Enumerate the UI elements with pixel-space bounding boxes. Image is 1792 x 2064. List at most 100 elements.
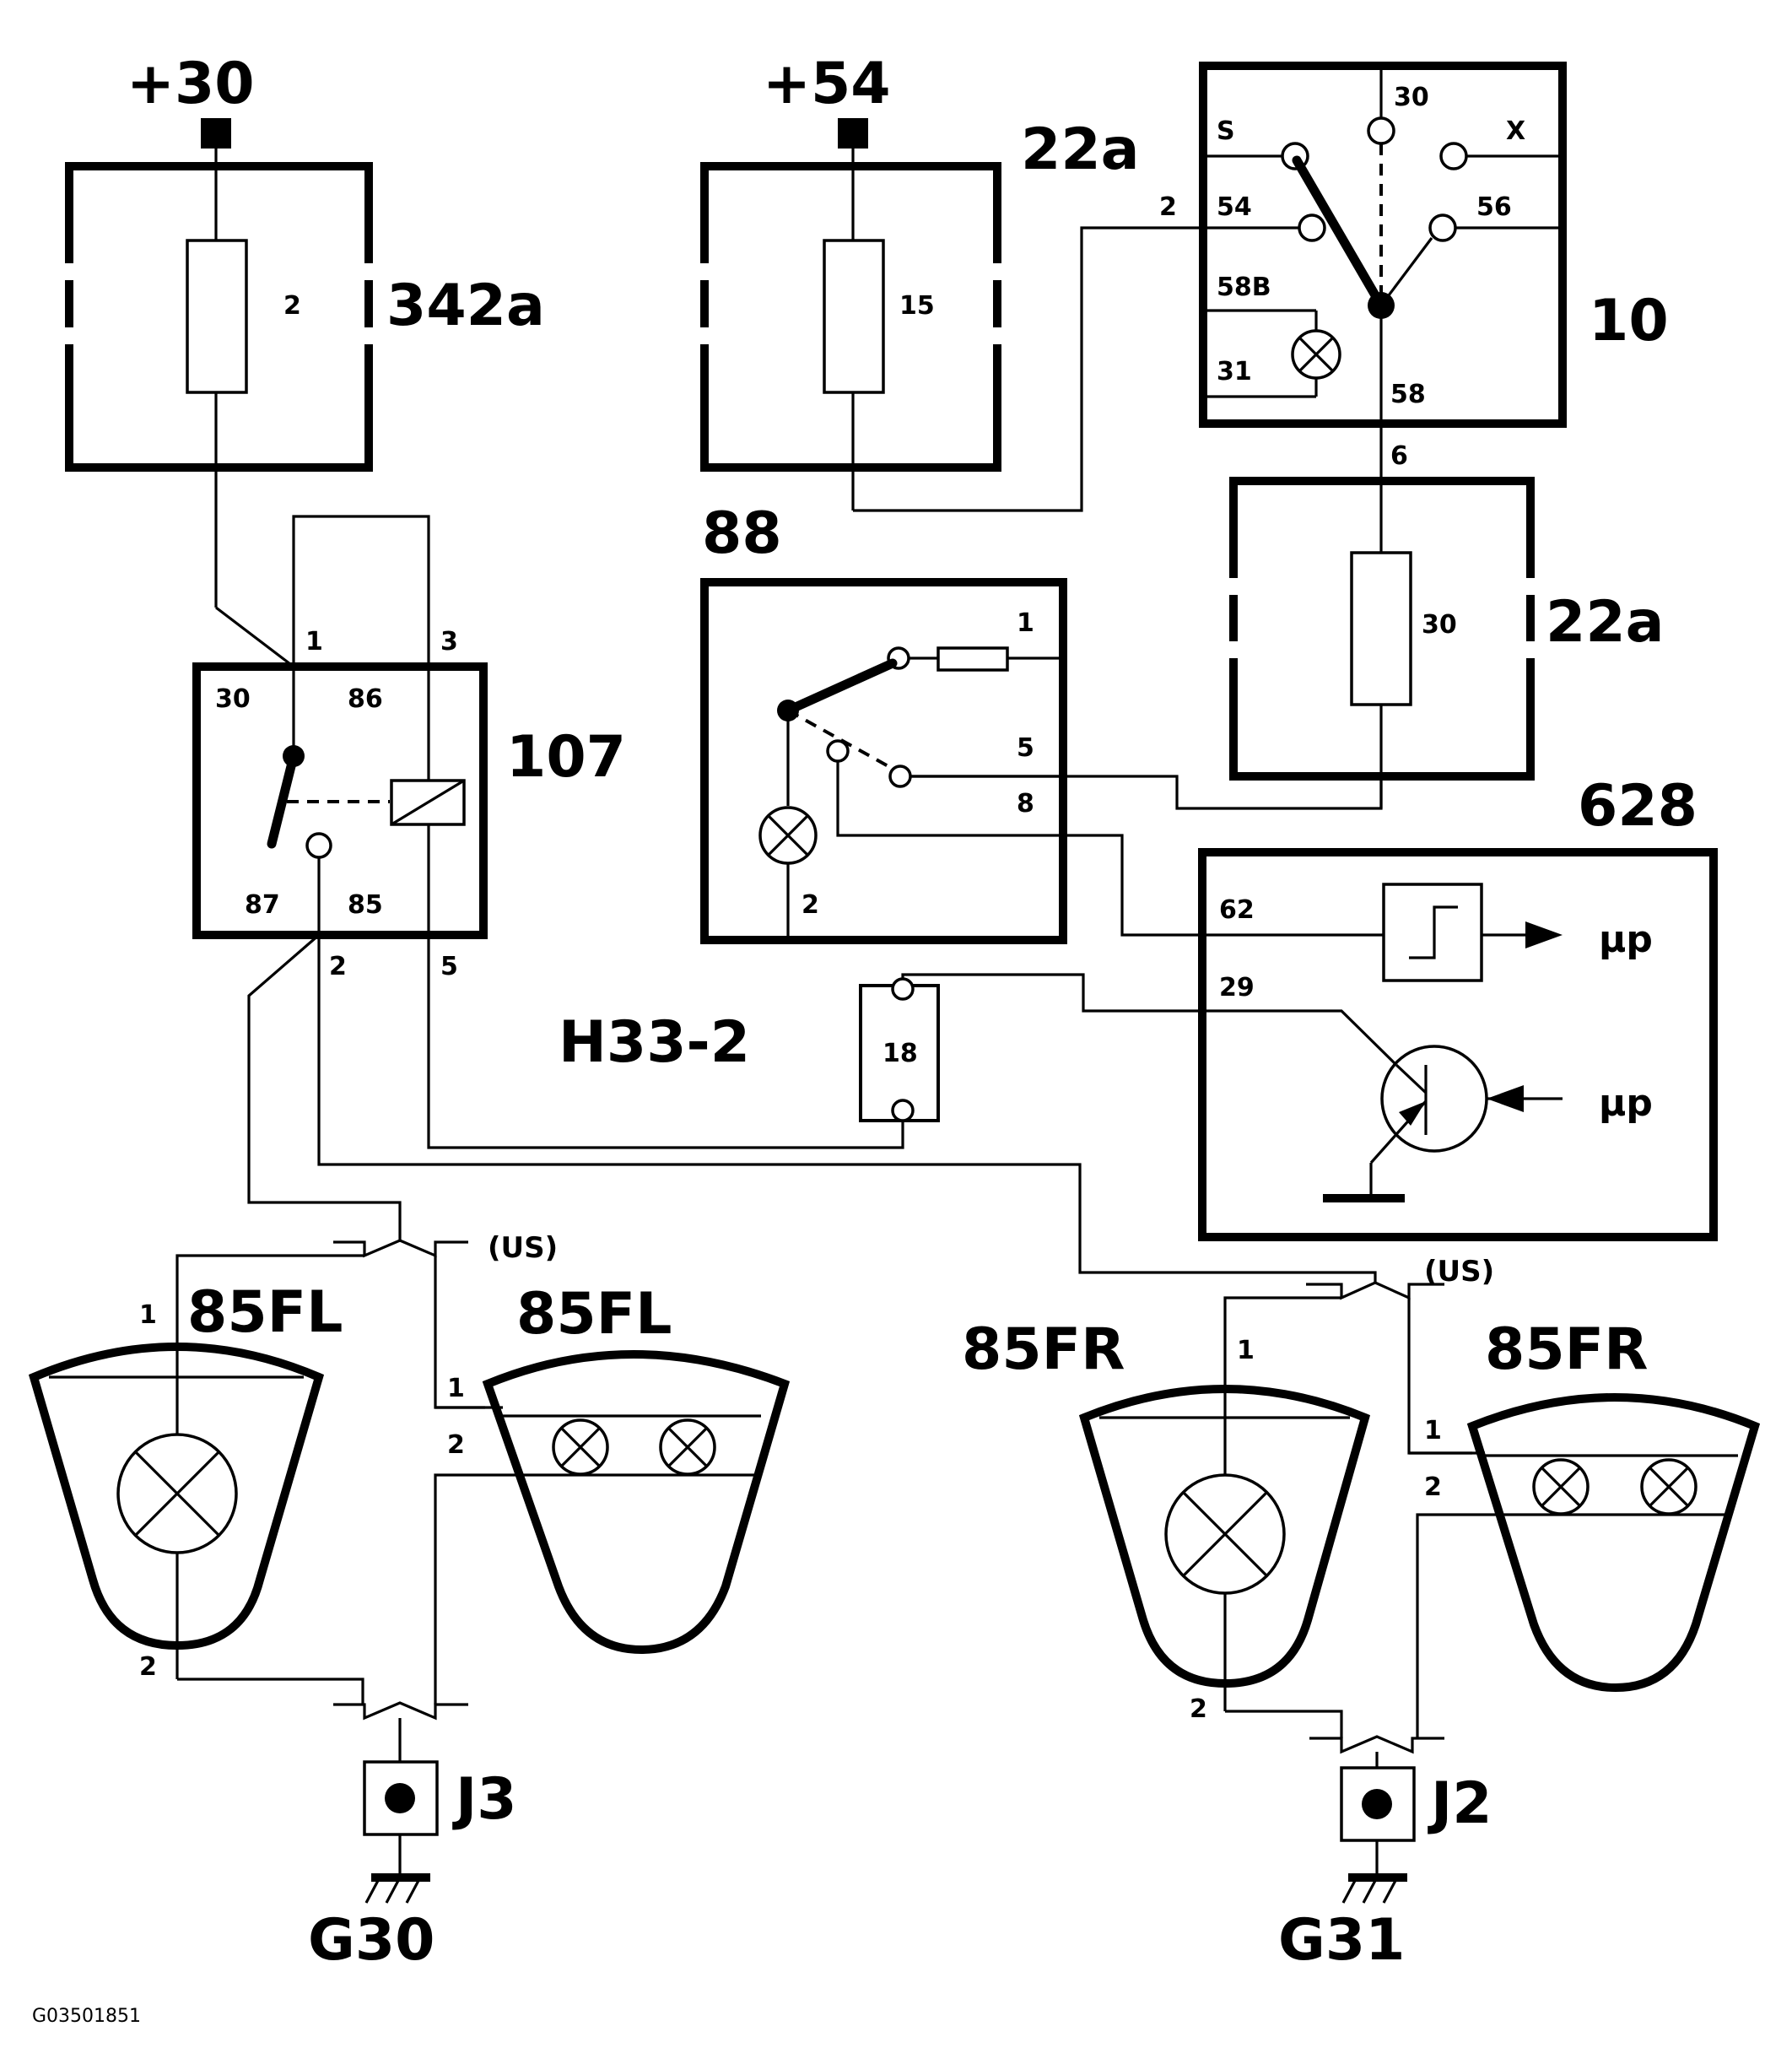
- switch-pivot: [1368, 292, 1395, 319]
- switch-10-label: 10: [1589, 288, 1669, 354]
- switch-pin-6: 6: [1390, 441, 1408, 471]
- joint-j2-label: J2: [1428, 1770, 1492, 1837]
- control-module-628: 628 µp µp 62 29: [901, 773, 1718, 1241]
- relay-terminal-87: [305, 832, 332, 859]
- switch-terminal-54: [1298, 213, 1326, 242]
- supply-54-terminal: [838, 118, 868, 149]
- relay-wire-1: 1: [305, 627, 323, 656]
- fuse-box-22a-mid-label: 22a: [1546, 589, 1665, 656]
- indicator-pin-1: 1: [1017, 608, 1034, 638]
- fuse-box-22a-top: +54 15 22a: [700, 51, 1203, 512]
- schmitt-trigger: [1382, 883, 1483, 982]
- module-pin-29: 29: [1219, 973, 1255, 1002]
- lamp-85fl-2-pin-2: 2: [447, 1430, 465, 1460]
- switch-pin-56: 56: [1476, 192, 1512, 222]
- connector-h33-2: H33-2 18: [427, 935, 940, 1149]
- lamp-85fl-1-housing: [28, 1343, 325, 1651]
- fuse-30-label: 30: [1422, 610, 1457, 640]
- relay-contact: [267, 751, 299, 849]
- lamp-85fl-1-pin-2: 2: [139, 1652, 157, 1682]
- switch-pin-54: 54: [1217, 192, 1252, 222]
- switch-pin-31: 31: [1217, 357, 1252, 386]
- indicator-lever: [783, 658, 898, 716]
- indicator-terminal-8: [826, 739, 850, 763]
- module-pin-62: 62: [1219, 895, 1255, 925]
- control-module-628-housing: [1198, 848, 1718, 1241]
- indicator-pin-2: 2: [802, 890, 819, 920]
- lamp-85fr-2-housing: [1466, 1393, 1761, 1693]
- fuse-15-label: 15: [899, 291, 935, 321]
- relay-wire-5: 5: [440, 952, 458, 981]
- lamp-85fr-1-label: 85FR: [962, 1316, 1125, 1383]
- lamp-85fl-1-pin-1: 1: [139, 1300, 157, 1330]
- ground-g31: J2 G31: [1278, 1735, 1492, 1974]
- light-switch-10: 10 S 30 X 2 54 56 58B 31 58: [1159, 62, 1669, 481]
- supply-54-label: +54: [763, 51, 891, 117]
- lamp-85fr-1-housing: [1078, 1385, 1371, 1688]
- output-transistor: [1380, 1045, 1488, 1153]
- relay-pin-87: 87: [245, 890, 280, 920]
- fuse-2-label: 2: [283, 291, 301, 321]
- relay-107: 107 1 3 30 86 87 85 2 5: [192, 515, 626, 981]
- lamp-85fr-2-label: 85FR: [1485, 1316, 1648, 1383]
- us-right-label: (US): [1424, 1255, 1494, 1289]
- lamp-85fl-2-label: 85FL: [516, 1281, 672, 1348]
- ground-g31-label: G31: [1278, 1907, 1405, 1974]
- switch-pin-s: S: [1217, 116, 1235, 146]
- fuse-2: [186, 239, 248, 394]
- relay-pin-85: 85: [348, 890, 383, 920]
- fuse-box-342a: +30 2 342a: [65, 51, 545, 608]
- switch-pin-2: 2: [1159, 192, 1177, 222]
- fuse-30: [1350, 551, 1412, 706]
- switch-terminal-30: [1367, 116, 1395, 145]
- ground-g30-label: G30: [308, 1907, 435, 1974]
- connector-terminal-top: [891, 977, 915, 1001]
- switch-pin-58b: 58B: [1217, 273, 1271, 302]
- lamp-85fl-1-label: 85FL: [187, 1279, 343, 1346]
- switch-terminal-x: [1439, 142, 1468, 170]
- lamp-85fl-2-housing: [482, 1350, 791, 1655]
- us-left-label: (US): [488, 1231, 558, 1265]
- indicator-pin-8: 8: [1017, 789, 1034, 819]
- indicator-switch-88: 88 1 5 8 2: [700, 500, 1202, 944]
- ground-g30: J3 G30: [308, 1701, 517, 1974]
- fuse-15: [823, 239, 885, 394]
- supply-30-terminal: [201, 118, 231, 149]
- relay-wire-3: 3: [440, 627, 458, 656]
- lamp-85fr-1-pin-2: 2: [1190, 1694, 1207, 1724]
- lamp-85fr-1-pin-1: 1: [1237, 1336, 1255, 1365]
- fuse-box-342a-label: 342a: [386, 273, 545, 339]
- indicator-resistor: [936, 646, 1009, 672]
- input-arrow-2: [1487, 1085, 1524, 1112]
- switch-pin-30: 30: [1394, 83, 1429, 112]
- relay-pin-30: 30: [215, 684, 251, 714]
- switch-pin-x: X: [1506, 116, 1525, 146]
- fuse-box-22a-top-label: 22a: [1021, 116, 1140, 183]
- fuse-box-22a-mid: 30 22a: [896, 477, 1665, 810]
- switch-lever: [1292, 155, 1386, 311]
- indicator-switch-88-housing: [700, 578, 1067, 944]
- connector-pin-18: 18: [883, 1039, 918, 1068]
- figure-id: G03501851: [32, 2006, 141, 2027]
- output-arrow-1: [1525, 921, 1563, 948]
- switch-pin-58: 58: [1390, 380, 1426, 409]
- connector-terminal-bottom: [891, 1099, 915, 1122]
- lamp-85fr-2: 85FR 1 2: [1409, 1316, 1761, 1738]
- lamp-85fl-1: 85FL 1 2: [28, 1279, 364, 1705]
- joint-j3-label: J3: [452, 1766, 517, 1833]
- switch-terminal-56: [1428, 213, 1457, 242]
- indicator-pin-5: 5: [1017, 733, 1034, 763]
- relay-wire-2: 2: [329, 952, 347, 981]
- switch-10-housing: [1199, 62, 1567, 428]
- lamp-85fr-2-pin-2: 2: [1424, 1472, 1442, 1502]
- supply-30-label: +30: [127, 51, 255, 117]
- lamp-85fr-2-pin-1: 1: [1424, 1416, 1442, 1445]
- indicator-switch-88-label: 88: [702, 500, 782, 567]
- lamp-85fl-2-pin-1: 1: [447, 1374, 465, 1403]
- lamp-85fr-1: 85FR 1 2: [962, 1316, 1371, 1738]
- relay-107-housing: [192, 662, 488, 939]
- mu-p-label-1: µp: [1599, 918, 1653, 961]
- lamp-85fl-2: 85FL 1 2: [434, 1281, 791, 1705]
- indicator-terminal-5: [888, 765, 912, 788]
